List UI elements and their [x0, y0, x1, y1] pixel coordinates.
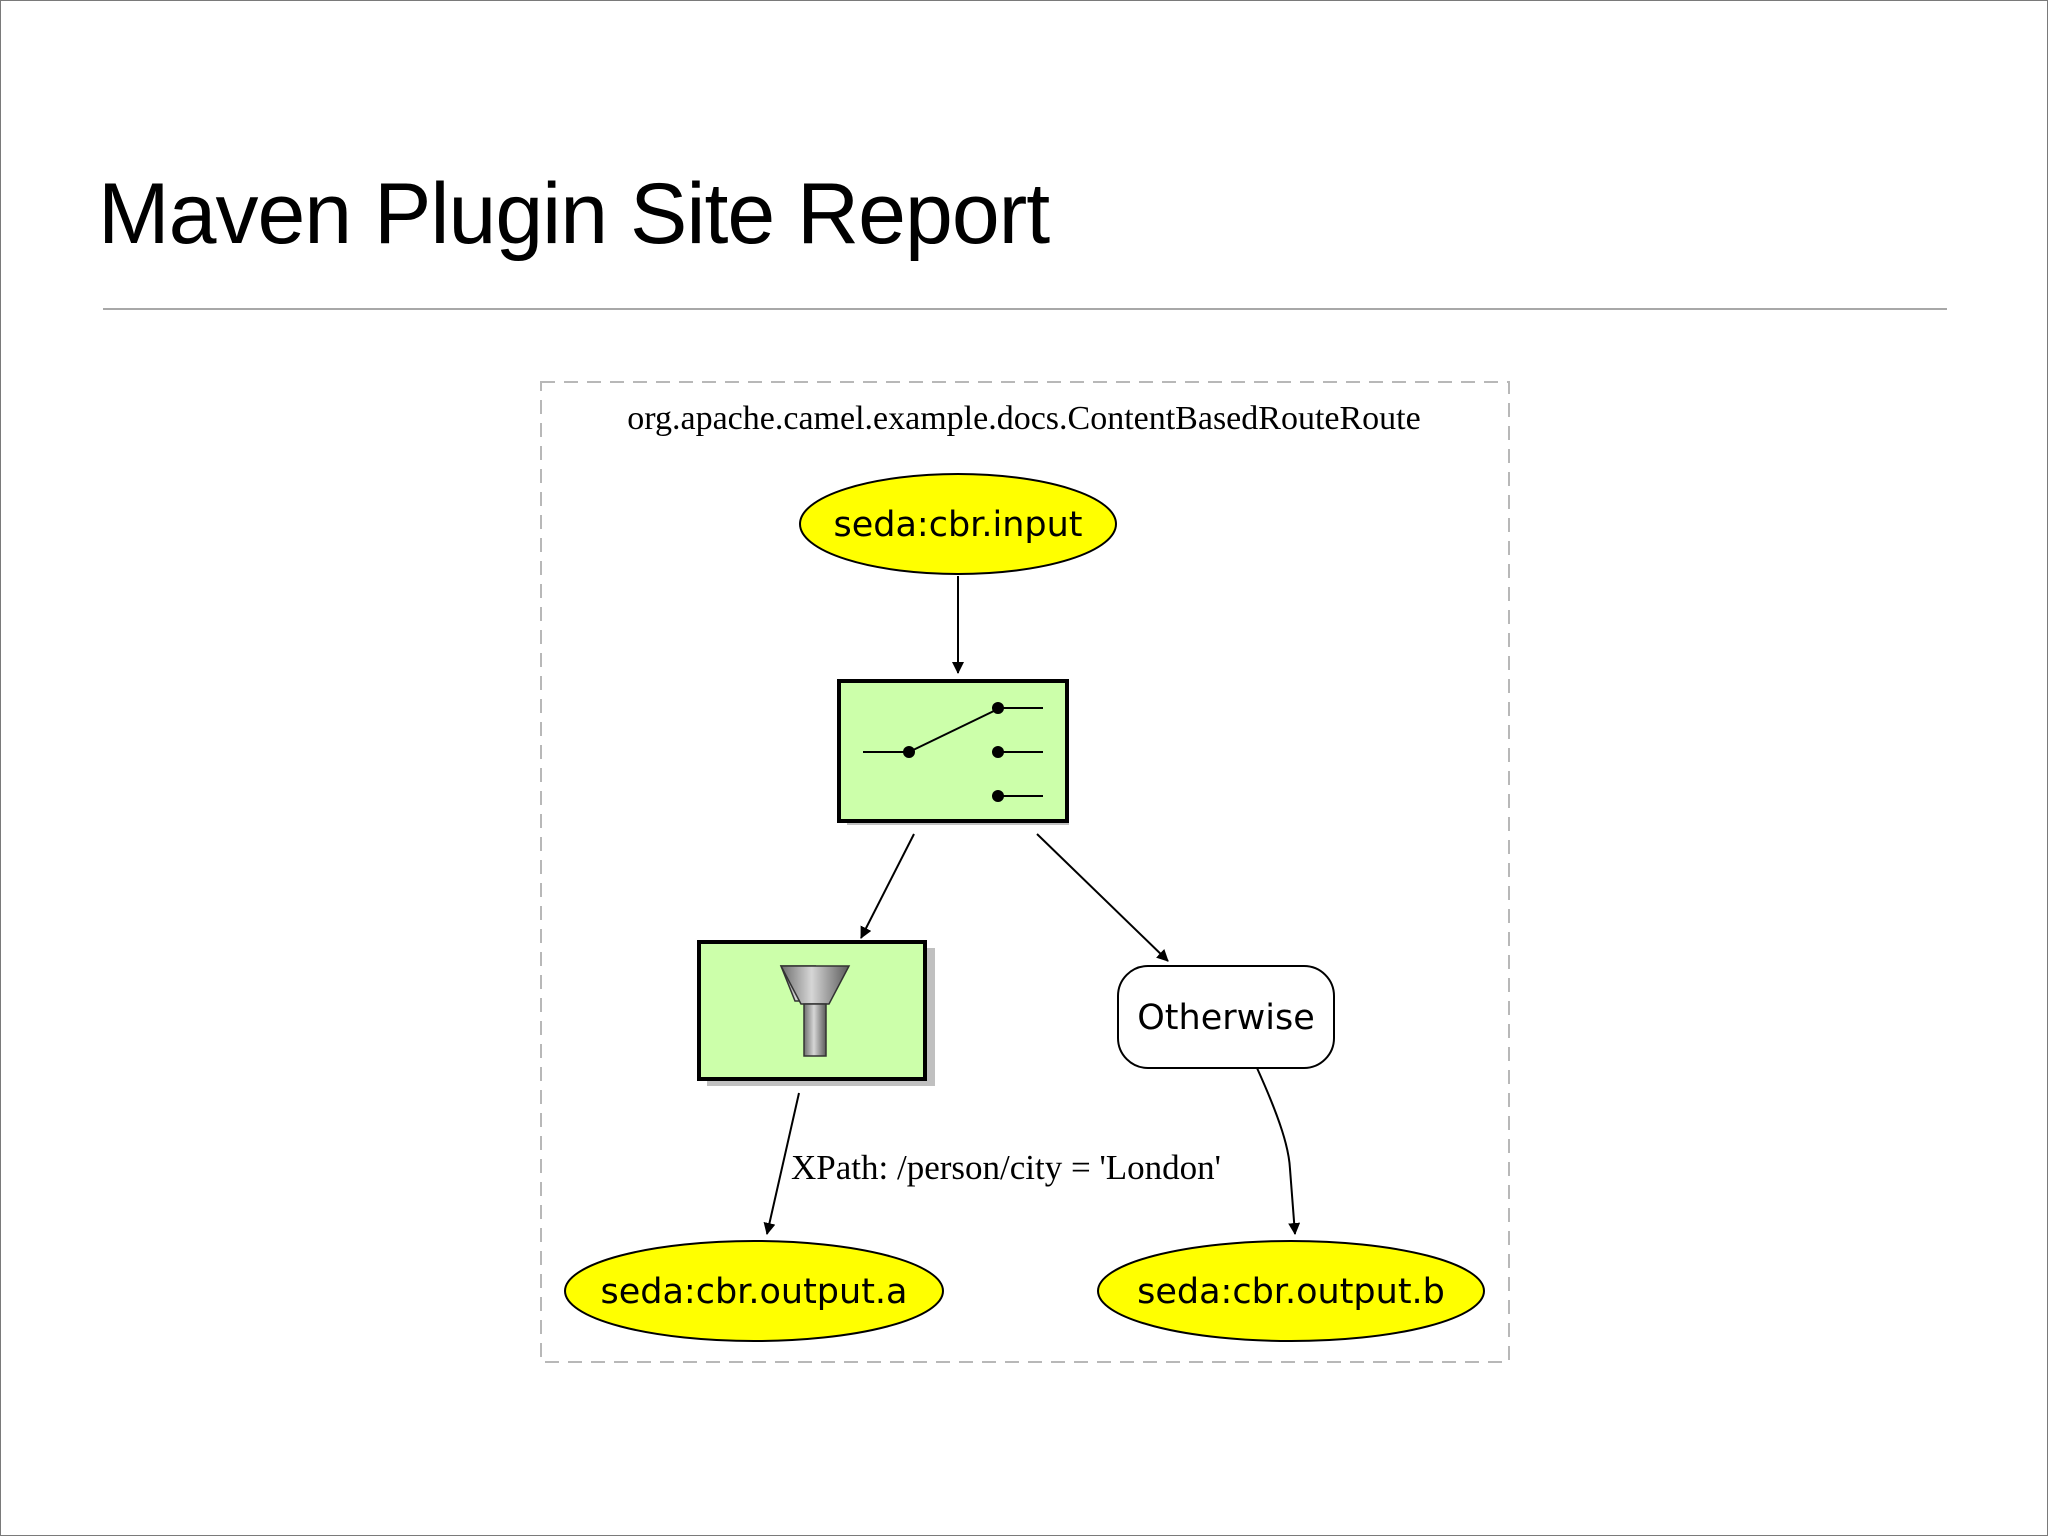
route-cluster-border	[540, 381, 1510, 1363]
node-output-a-shape	[564, 1240, 944, 1342]
node-input: seda:cbr.input	[799, 473, 1117, 575]
edge-choice-to-otherwise	[1036, 833, 1169, 962]
route-cluster-label: org.apache.camel.example.docs.ContentBas…	[627, 400, 1420, 437]
node-output-b-label: seda:cbr.output.b	[1137, 1272, 1445, 1312]
slide-title: Maven Plugin Site Report	[98, 166, 1050, 262]
edge-label-xpath: XPath: /person/city = 'London'	[791, 1148, 1221, 1187]
node-input-label: seda:cbr.input	[833, 505, 1082, 545]
edge-choice-to-filter	[860, 833, 915, 939]
node-output-a: seda:cbr.output.a	[564, 1240, 944, 1342]
switch-icon	[863, 702, 1043, 802]
node-filter	[697, 940, 935, 1086]
node-choice	[837, 679, 1069, 825]
node-otherwise: Otherwise	[1117, 965, 1335, 1069]
node-input-shape	[799, 473, 1117, 575]
node-output-b-shape	[1097, 1240, 1485, 1342]
node-otherwise-shape	[1117, 965, 1335, 1069]
node-otherwise-label: Otherwise	[1137, 998, 1315, 1038]
edges: XPath: /person/city = 'London'	[763, 576, 1301, 1235]
node-output-a-label: seda:cbr.output.a	[600, 1272, 907, 1312]
funnel-icon	[779, 965, 851, 1057]
edge-otherwise-to-output-b	[1256, 1067, 1301, 1235]
edge-filter-to-output-a	[763, 1092, 800, 1235]
node-output-b: seda:cbr.output.b	[1097, 1240, 1485, 1342]
title-divider	[103, 308, 1947, 310]
